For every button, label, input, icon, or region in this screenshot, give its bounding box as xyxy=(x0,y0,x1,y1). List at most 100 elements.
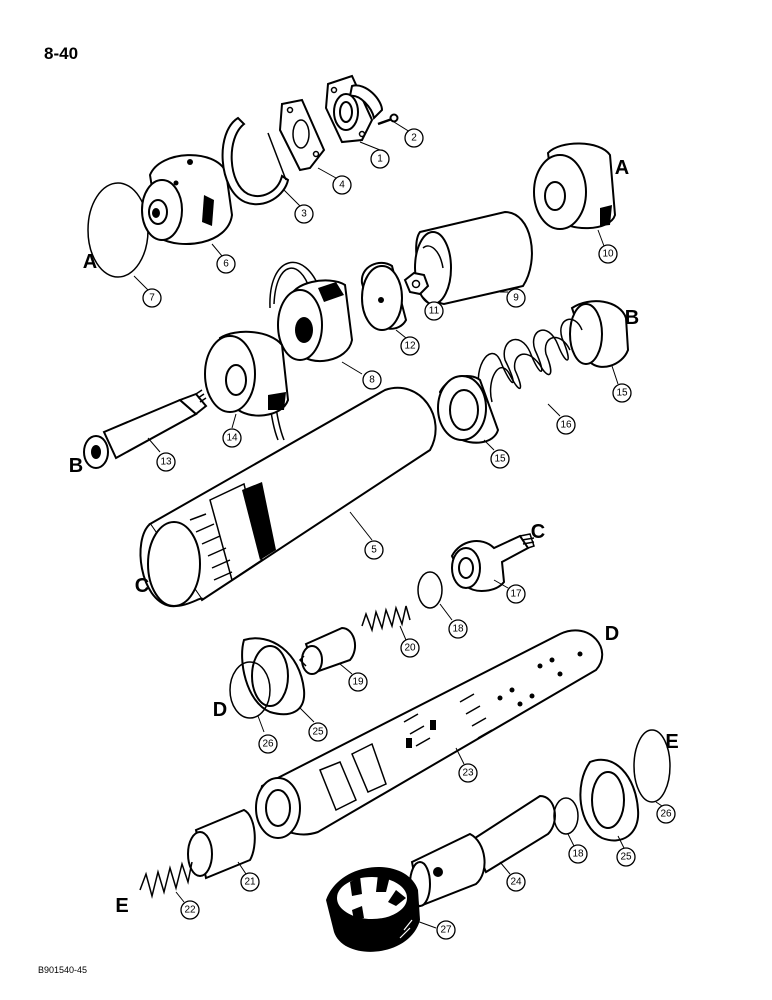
svg-text:11: 11 xyxy=(429,306,440,317)
part-8-solenoid-coil xyxy=(266,261,354,441)
svg-text:24: 24 xyxy=(510,877,522,888)
svg-text:27: 27 xyxy=(440,925,452,936)
part-10-cover xyxy=(533,142,617,230)
callout-13: 13 xyxy=(147,437,176,472)
callout-12: 12 xyxy=(395,329,420,356)
ref-letter-e-left: E xyxy=(115,895,128,917)
callout-1: 1 xyxy=(359,141,390,169)
svg-text:17: 17 xyxy=(510,589,522,600)
callout-8: 8 xyxy=(341,361,382,390)
callout-2: 2 xyxy=(393,121,424,148)
part-12-plate xyxy=(360,261,408,331)
svg-text:14: 14 xyxy=(226,433,238,444)
callout-3: 3 xyxy=(283,189,314,224)
part-24-clevis-rod xyxy=(409,794,556,908)
svg-text:3: 3 xyxy=(301,209,307,220)
part-21-sleeve xyxy=(187,808,256,880)
page-number: 8-40 xyxy=(44,44,79,63)
callout-21: 21 xyxy=(237,861,260,892)
callout-20: 20 xyxy=(399,625,420,658)
svg-text:5: 5 xyxy=(371,545,377,556)
part-4-gasket xyxy=(278,98,326,172)
ref-letter-b-left: B xyxy=(69,455,83,477)
callout-15b: 15 xyxy=(483,439,510,469)
part-13-pin xyxy=(83,389,208,469)
callout-23: 23 xyxy=(455,747,478,783)
part-11-nut xyxy=(403,271,430,296)
part-22-spring xyxy=(139,861,193,899)
callout-25a: 25 xyxy=(299,707,328,742)
part-9-sleeve xyxy=(414,210,533,306)
part-3-snap-ring xyxy=(221,116,290,206)
callout-27: 27 xyxy=(413,919,456,940)
part-20-spring xyxy=(361,605,411,633)
part-2-screw xyxy=(377,113,399,126)
callout-22: 22 xyxy=(175,891,200,920)
callout-26b: 26 xyxy=(655,801,676,824)
svg-text:8: 8 xyxy=(369,375,375,386)
ref-letter-e-right: E xyxy=(665,731,678,753)
svg-text:9: 9 xyxy=(513,293,519,304)
callout-10: 10 xyxy=(597,229,618,264)
svg-text:10: 10 xyxy=(602,249,614,260)
svg-text:18: 18 xyxy=(572,849,584,860)
svg-text:6: 6 xyxy=(223,259,229,270)
svg-text:26: 26 xyxy=(660,809,672,820)
callout-25b: 25 xyxy=(616,835,636,867)
part-18-o-ring-right xyxy=(553,797,579,835)
drawing-code: B901540-45 xyxy=(38,965,88,975)
part-25-washer-right xyxy=(579,758,640,842)
part-17-fitting xyxy=(450,533,535,592)
ref-letter-d-left: D xyxy=(213,699,227,721)
callout-18a: 18 xyxy=(439,603,468,639)
callout-15a: 15 xyxy=(611,365,632,403)
part-1-flange-fitting xyxy=(324,74,384,144)
callout-19: 19 xyxy=(339,663,368,692)
part-19-poppet xyxy=(298,626,357,675)
svg-text:22: 22 xyxy=(184,905,196,916)
callout-7: 7 xyxy=(133,275,162,308)
ref-letter-a-left: A xyxy=(83,251,97,273)
svg-text:4: 4 xyxy=(339,180,345,191)
svg-text:19: 19 xyxy=(352,677,364,688)
svg-text:25: 25 xyxy=(312,727,324,738)
callout-4: 4 xyxy=(317,167,352,195)
callout-18b: 18 xyxy=(567,833,588,864)
svg-text:18: 18 xyxy=(452,624,464,635)
svg-text:7: 7 xyxy=(149,293,155,304)
svg-text:16: 16 xyxy=(560,420,572,431)
ref-letter-a-right: A xyxy=(615,157,629,179)
svg-text:21: 21 xyxy=(244,877,256,888)
callout-24: 24 xyxy=(499,861,526,892)
svg-text:13: 13 xyxy=(160,457,172,468)
part-16-spring xyxy=(477,318,583,403)
svg-text:20: 20 xyxy=(404,643,416,654)
callout-26a: 26 xyxy=(257,715,278,754)
callout-9: 9 xyxy=(500,288,526,308)
svg-text:23: 23 xyxy=(462,768,474,779)
svg-text:15: 15 xyxy=(494,454,506,465)
ref-letter-c-left: C xyxy=(135,575,149,597)
callout-16: 16 xyxy=(547,403,576,435)
part-5-tube xyxy=(139,387,437,608)
ref-letter-b-right: B xyxy=(625,307,639,329)
part-18-o-ring xyxy=(417,571,443,609)
svg-text:15: 15 xyxy=(616,388,628,399)
svg-text:26: 26 xyxy=(262,739,274,750)
part-15-spring-seat-left xyxy=(437,375,500,444)
part-26-o-ring-right xyxy=(633,729,671,803)
part-14-spacer xyxy=(204,330,290,417)
ref-letter-d-right: D xyxy=(605,623,619,645)
part-26-o-ring-left xyxy=(229,661,271,719)
callout-6: 6 xyxy=(211,243,236,274)
callout-14: 14 xyxy=(222,413,242,448)
part-15-spring-seat-right xyxy=(569,300,630,368)
ref-letter-c-right: C xyxy=(531,521,545,543)
callout-11: 11 xyxy=(419,293,444,321)
callout-17: 17 xyxy=(493,579,526,604)
svg-text:2: 2 xyxy=(411,133,417,144)
part-25-washer-left xyxy=(241,637,306,716)
callout-5: 5 xyxy=(349,511,384,560)
svg-text:25: 25 xyxy=(620,852,632,863)
svg-text:1: 1 xyxy=(377,154,383,165)
